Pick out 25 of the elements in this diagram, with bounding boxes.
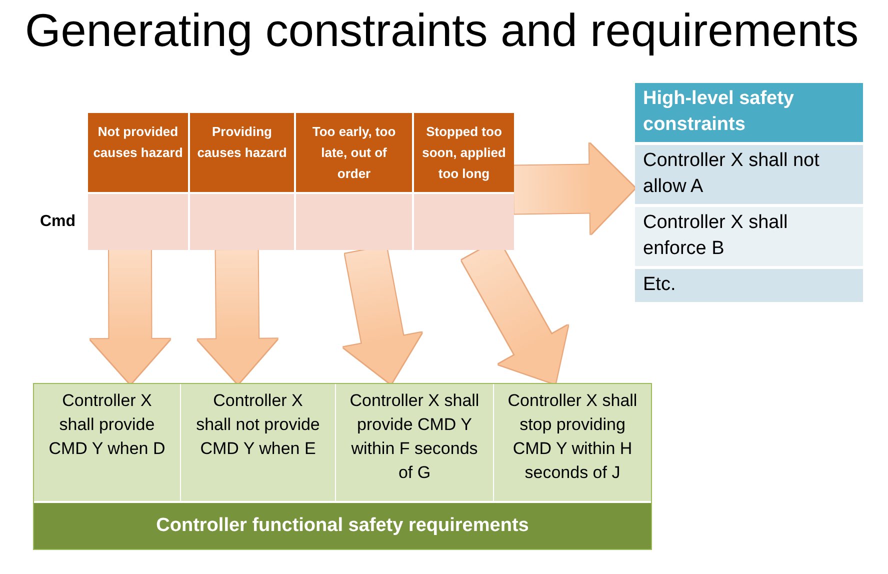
column-header-cell: Too early, too late, out of order [296, 113, 412, 192]
table-cell: Controller X shall enforce B [635, 207, 863, 266]
column-header-cell: Not provided causes hazard [88, 113, 188, 192]
hazard-table [88, 113, 514, 250]
empty-table-cell [190, 194, 294, 250]
empty-table-cell [414, 194, 514, 250]
row-label: Cmd [40, 212, 76, 232]
constraints-table [635, 83, 863, 302]
block-arrow [90, 250, 170, 384]
title: Generating constraints and requirements [25, 3, 859, 58]
column-header-cell: Stopped too soon, applied too long [414, 113, 514, 192]
block-arrow [514, 143, 636, 234]
table-cell: Controller X shall not provide CMD Y when E [181, 384, 335, 501]
table-title-band: Controller functional safety requirements [34, 503, 651, 549]
table-header-cell: High-level safety constraints [635, 83, 863, 142]
table-cell: Controller X shall provide CMD Y within F seconds of G [336, 384, 493, 501]
column-header-cell: Providing causes hazard [190, 113, 294, 192]
empty-table-cell [88, 194, 188, 250]
empty-table-cell [296, 194, 412, 250]
table-cell: Controller X shall stop providing CMD Y within H seconds of J [494, 384, 651, 501]
table-cell: Controller X shall not allow A [635, 145, 863, 204]
requirements-table [33, 383, 652, 550]
table-cell: Controller X shall provide CMD Y when D [34, 384, 180, 501]
block-arrow [198, 250, 278, 384]
table-cell: Etc. [635, 269, 863, 302]
